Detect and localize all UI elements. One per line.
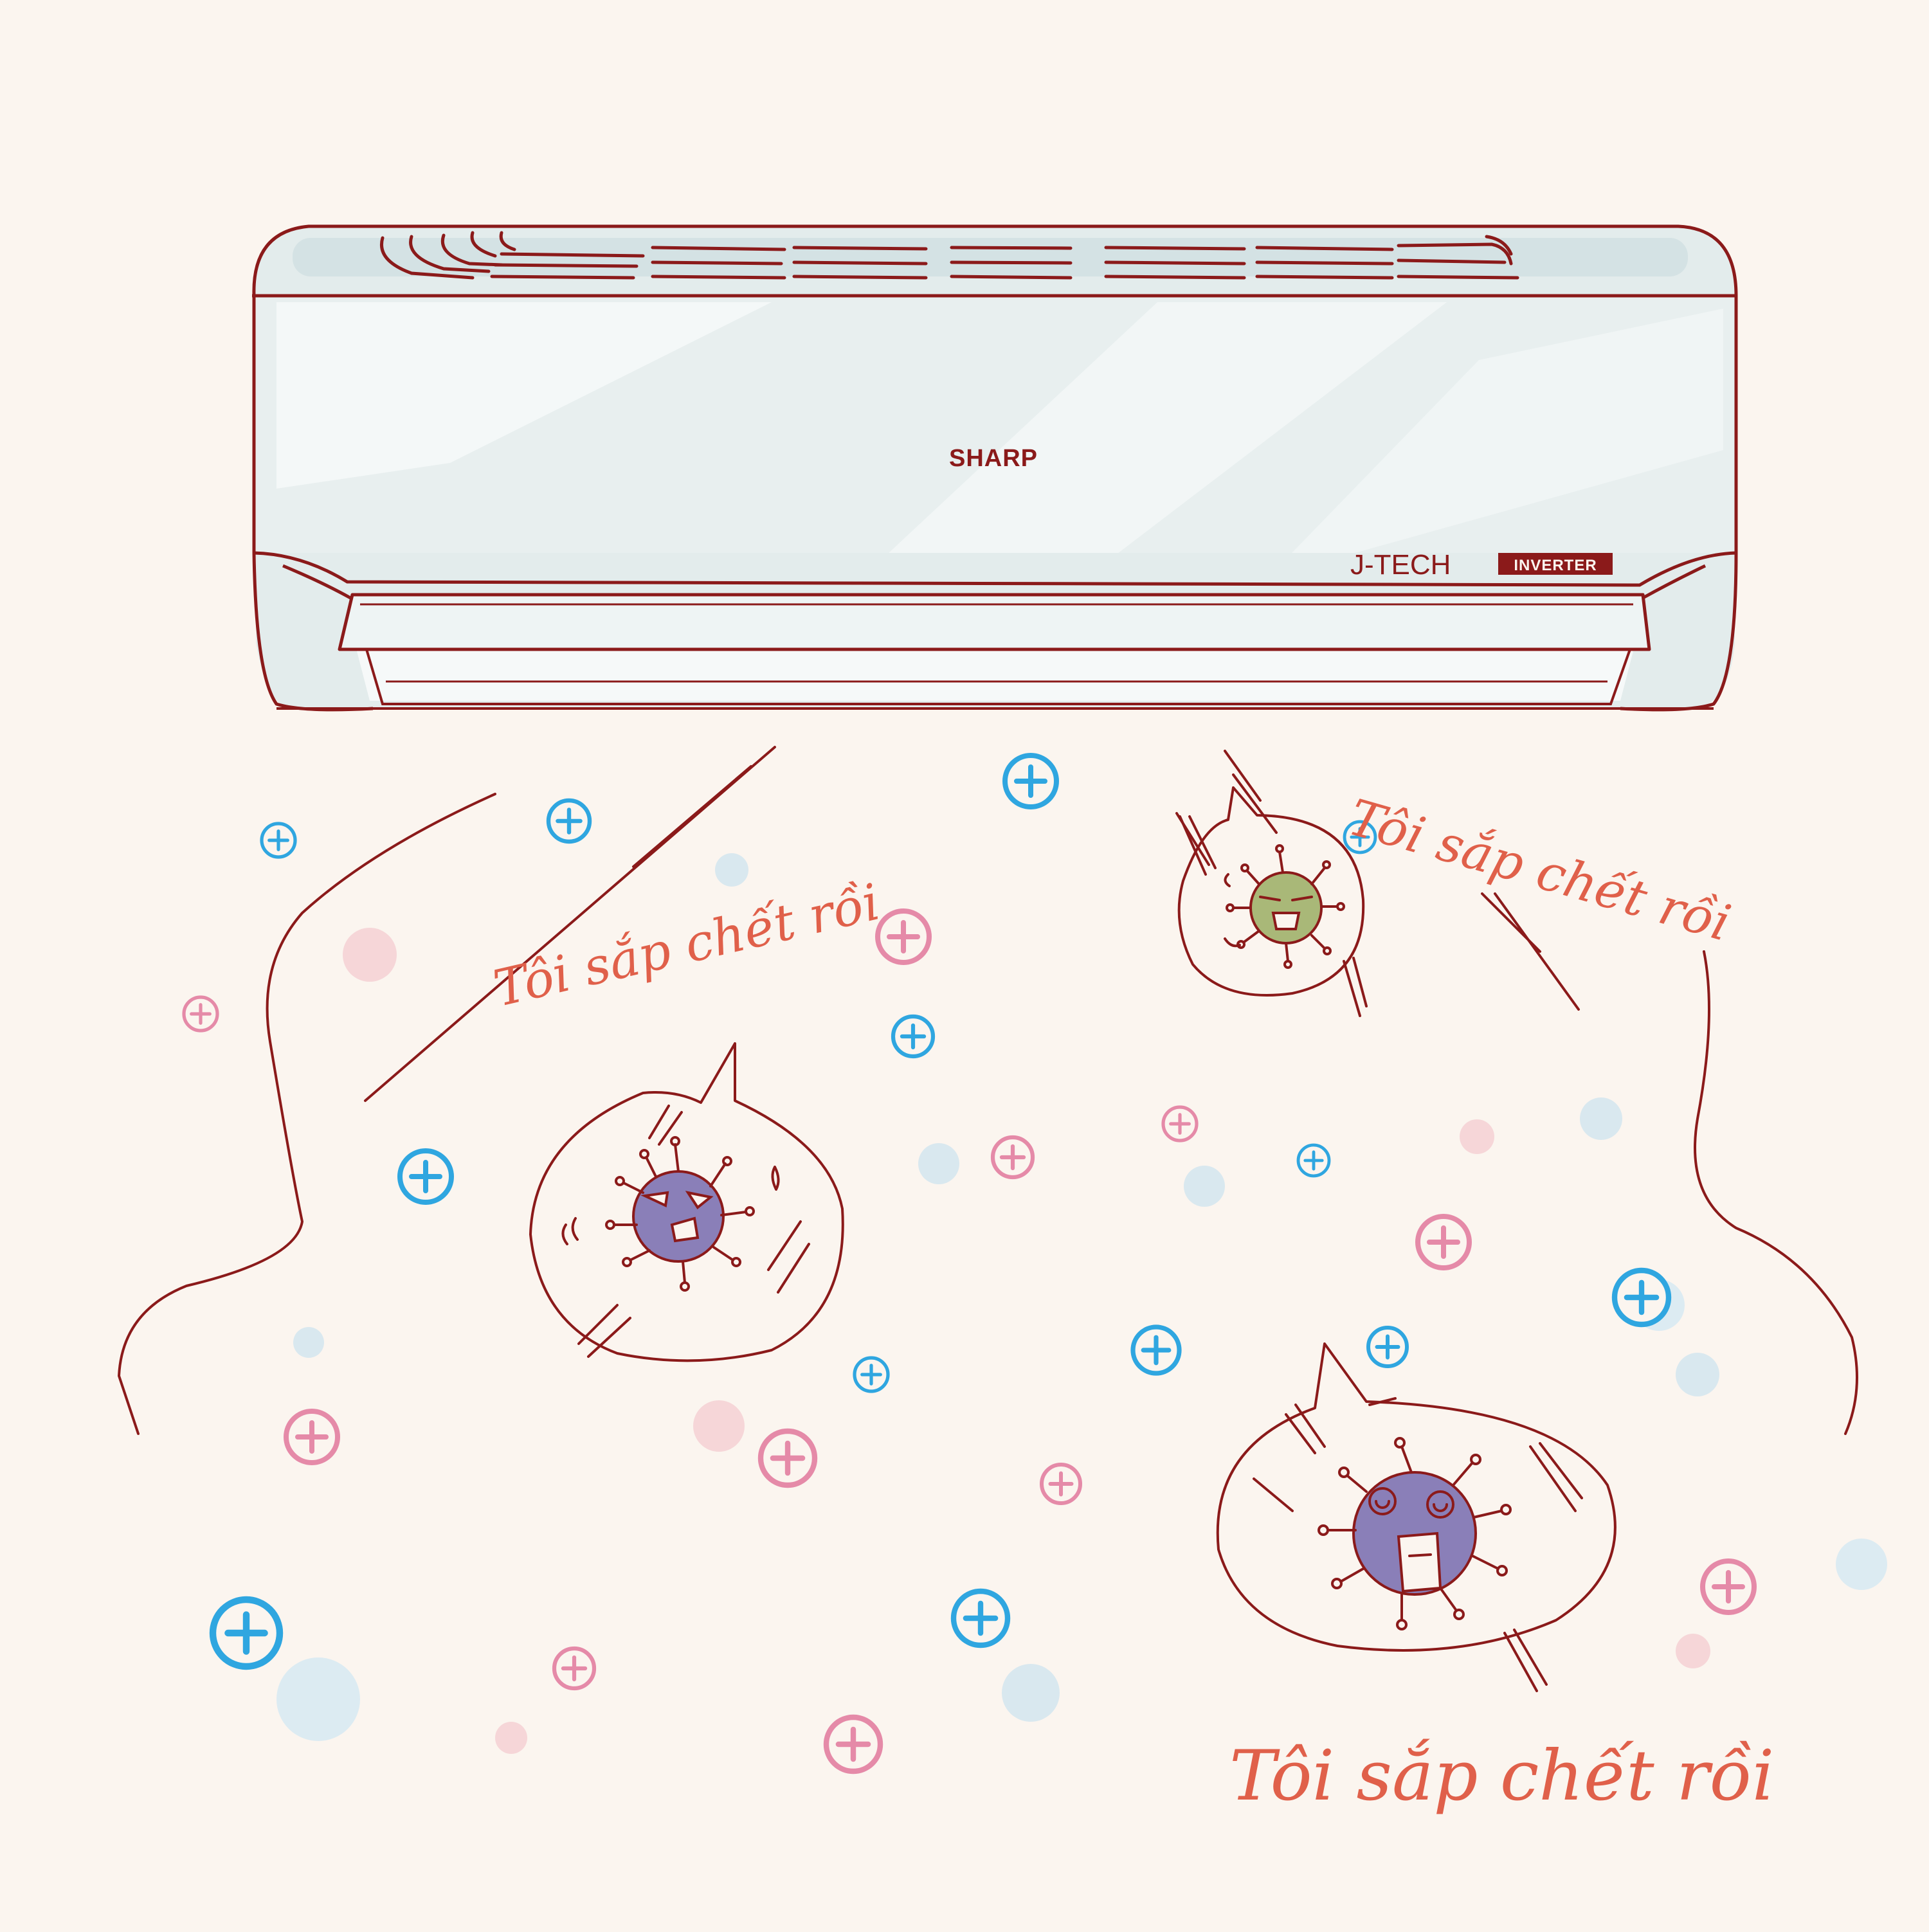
airflow-lines bbox=[117, 746, 1858, 1435]
virus-icon bbox=[605, 1136, 755, 1292]
badge-name: J-TECH bbox=[1350, 549, 1451, 581]
plus-ion-icon bbox=[397, 1148, 454, 1205]
plus-ion-icons bbox=[182, 753, 1757, 1774]
plus-ion-icon bbox=[284, 1409, 340, 1465]
plus-ion-icon bbox=[1611, 1267, 1672, 1328]
plus-ion-icon bbox=[1366, 1326, 1409, 1368]
plus-ion-icon bbox=[853, 1356, 890, 1393]
virus-icon bbox=[1226, 844, 1345, 969]
air-conditioner: SHARP J-TECH INVERTER bbox=[252, 224, 1738, 712]
plus-ion-icon bbox=[209, 1596, 284, 1670]
plus-ion-icon bbox=[891, 1014, 936, 1059]
plus-ion-icon bbox=[1343, 820, 1377, 854]
plus-ion-icon bbox=[1002, 753, 1059, 809]
speech-bubble-icon bbox=[1216, 1342, 1617, 1652]
plus-ion-icon bbox=[757, 1428, 818, 1488]
brand-logo: SHARP bbox=[949, 445, 1038, 472]
plus-ion-icon bbox=[823, 1714, 883, 1774]
plus-ion-icon bbox=[875, 908, 932, 965]
badge-tag: INVERTER bbox=[1514, 557, 1597, 574]
plus-ion-icon bbox=[990, 1135, 1035, 1180]
plus-ion-icon bbox=[1415, 1214, 1472, 1270]
plus-ion-icon bbox=[1700, 1558, 1757, 1615]
plus-ion-icon bbox=[552, 1646, 597, 1691]
virus-icon bbox=[1318, 1437, 1512, 1630]
plus-ion-icon bbox=[1130, 1324, 1182, 1376]
speech-bubble-icon bbox=[1177, 786, 1365, 997]
plus-ion-icon bbox=[950, 1588, 1011, 1648]
plus-ion-icon bbox=[1040, 1463, 1082, 1505]
plus-ion-icon bbox=[182, 995, 219, 1033]
plus-ion-icon bbox=[260, 822, 297, 859]
soft-particles bbox=[276, 853, 1887, 1754]
plus-ion-icon bbox=[546, 798, 592, 844]
plus-ion-icon bbox=[1296, 1143, 1331, 1178]
plus-ion-icon bbox=[1161, 1105, 1199, 1142]
virus-caption: Tôi sắp chết rồi bbox=[1229, 1736, 1775, 1816]
speech-bubble-icon bbox=[529, 1042, 844, 1362]
